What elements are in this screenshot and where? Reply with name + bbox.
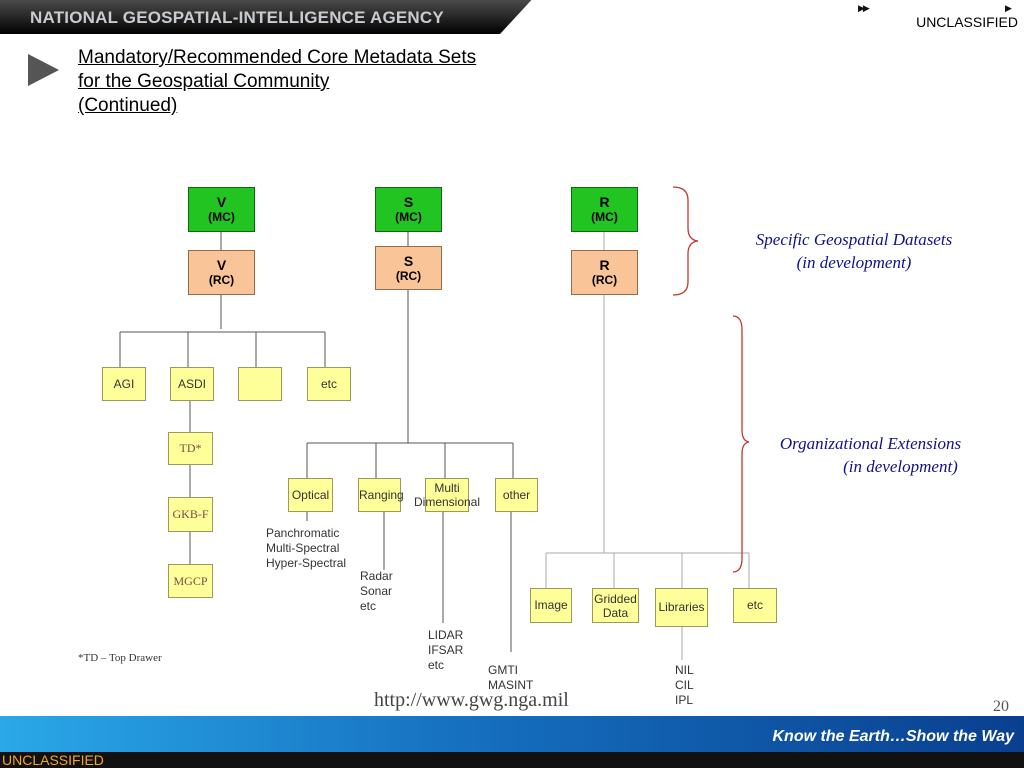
header-classification: UNCLASSIFIED bbox=[916, 14, 1018, 30]
footer-banner: Know the Earth…Show the Way bbox=[0, 716, 1024, 752]
v-child-agi: AGI bbox=[102, 367, 146, 401]
multi-line-1: Multi bbox=[434, 481, 460, 495]
other-notes: GMTI MASINT bbox=[488, 663, 533, 693]
header-bar: NATIONAL GEOSPATIAL-INTELLIGENCE AGENCY … bbox=[0, 0, 1024, 34]
gkb-f-box: GKB-F bbox=[168, 497, 213, 532]
td-box: TD* bbox=[168, 432, 213, 465]
s-mandatory-core-box: S (MC) bbox=[375, 187, 442, 232]
footer-classification: UNCLASSIFIED bbox=[2, 752, 104, 768]
title-line-3: (Continued) bbox=[78, 95, 178, 116]
org-line-1: Organizational Extensions bbox=[779, 434, 962, 453]
multi-line-2: Dimensional bbox=[413, 495, 481, 509]
footer-bar: UNCLASSIFIED bbox=[0, 752, 1024, 768]
org-line-2: (in development) bbox=[843, 457, 958, 476]
mgcp-box: MGCP bbox=[168, 564, 213, 598]
v-recommended-core-box: V (RC) bbox=[188, 250, 255, 295]
note-hyper-spectral: Hyper-Spectral bbox=[266, 556, 347, 570]
s-mc-sub: (MC) bbox=[395, 210, 422, 224]
s-rc-sub: (RC) bbox=[395, 269, 422, 283]
note-gmti: GMTI bbox=[488, 663, 518, 677]
r-mc-sub: (MC) bbox=[591, 210, 618, 224]
ranging-notes: Radar Sonar etc bbox=[360, 569, 393, 614]
header-wave bbox=[500, 0, 1024, 34]
note-masint: MASINT bbox=[488, 678, 534, 692]
r-rc-letter: R bbox=[599, 257, 610, 273]
note-radar: Radar bbox=[360, 569, 393, 583]
note-ipl: IPL bbox=[675, 693, 694, 707]
r-rc-sub: (RC) bbox=[591, 273, 618, 287]
s-child-multi-dimensional: Multi Dimensional bbox=[414, 478, 480, 512]
libraries-notes: NIL CIL IPL bbox=[675, 663, 694, 708]
s-child-optical: Optical bbox=[288, 478, 333, 512]
v-mc-sub: (MC) bbox=[208, 210, 235, 224]
footer-slogan: Know the Earth…Show the Way bbox=[772, 728, 1015, 745]
multi-notes: LIDAR IFSAR etc bbox=[428, 628, 463, 673]
title-line-2: for the Geospatial Community bbox=[78, 71, 330, 92]
optical-notes: Panchromatic Multi-Spectral Hyper-Spectr… bbox=[266, 526, 346, 571]
s-mc-letter: S bbox=[403, 194, 414, 210]
note-lidar: LIDAR bbox=[428, 628, 464, 642]
v-rc-sub: (RC) bbox=[208, 273, 235, 287]
v-child-blank bbox=[238, 367, 282, 401]
v-rc-letter: V bbox=[216, 257, 227, 273]
v-child-asdi: ASDI bbox=[170, 367, 214, 401]
v-mandatory-core-box: V (MC) bbox=[188, 187, 255, 232]
s-child-ranging: Ranging bbox=[358, 478, 404, 512]
bracket-specific-datasets bbox=[672, 186, 699, 296]
note-cil: CIL bbox=[675, 678, 694, 692]
note-multi-spectral: Multi-Spectral bbox=[266, 541, 340, 555]
agency-name: NATIONAL GEOSPATIAL-INTELLIGENCE AGENCY bbox=[30, 8, 444, 27]
note-ifsar: IFSAR bbox=[428, 643, 464, 657]
s-rc-letter: S bbox=[403, 253, 414, 269]
s-child-other: other bbox=[495, 478, 538, 512]
gridded-line-2: Data bbox=[602, 606, 629, 620]
v-mc-letter: V bbox=[216, 194, 227, 210]
r-child-image: Image bbox=[530, 588, 572, 623]
bracket-organizational-extensions bbox=[732, 315, 750, 573]
r-mc-letter: R bbox=[599, 194, 610, 210]
r-child-gridded-data: Gridded Data bbox=[592, 588, 639, 623]
specific-line-2: (in development) bbox=[796, 253, 912, 272]
footnote: *TD – Top Drawer bbox=[78, 652, 162, 664]
specific-datasets-note: Specific Geospatial Datasets (in develop… bbox=[718, 228, 990, 274]
gridded-line-1: Gridded bbox=[594, 592, 637, 606]
r-child-etc: etc bbox=[733, 588, 777, 623]
r-mandatory-core-box: R (MC) bbox=[571, 187, 638, 232]
r-child-libraries: Libraries bbox=[655, 588, 708, 627]
note-nil: NIL bbox=[675, 663, 694, 677]
header-arrow-icon: ▶ bbox=[1005, 3, 1012, 13]
note-panchromatic: Panchromatic bbox=[266, 526, 340, 540]
r-recommended-core-box: R (RC) bbox=[571, 250, 638, 295]
note-sonar: Sonar bbox=[360, 584, 393, 598]
v-child-etc: etc bbox=[307, 367, 351, 401]
note-ranging-etc: etc bbox=[360, 599, 377, 613]
note-multi-etc: etc bbox=[428, 658, 445, 672]
s-recommended-core-box: S (RC) bbox=[375, 246, 442, 290]
website-url[interactable]: http://www.gwg.nga.mil bbox=[374, 689, 569, 711]
title-bullet-icon bbox=[28, 54, 59, 86]
org-extensions-note: Organizational Extensions (in developmen… bbox=[748, 432, 993, 478]
page-number: 20 bbox=[993, 698, 1009, 715]
title-line-1: Mandatory/Recommended Core Metadata Sets bbox=[78, 47, 477, 68]
slide-title: Mandatory/Recommended Core Metadata Sets… bbox=[78, 46, 476, 118]
specific-line-1: Specific Geospatial Datasets bbox=[755, 230, 953, 249]
header-arrows-icon: ▶▶ bbox=[858, 3, 870, 13]
